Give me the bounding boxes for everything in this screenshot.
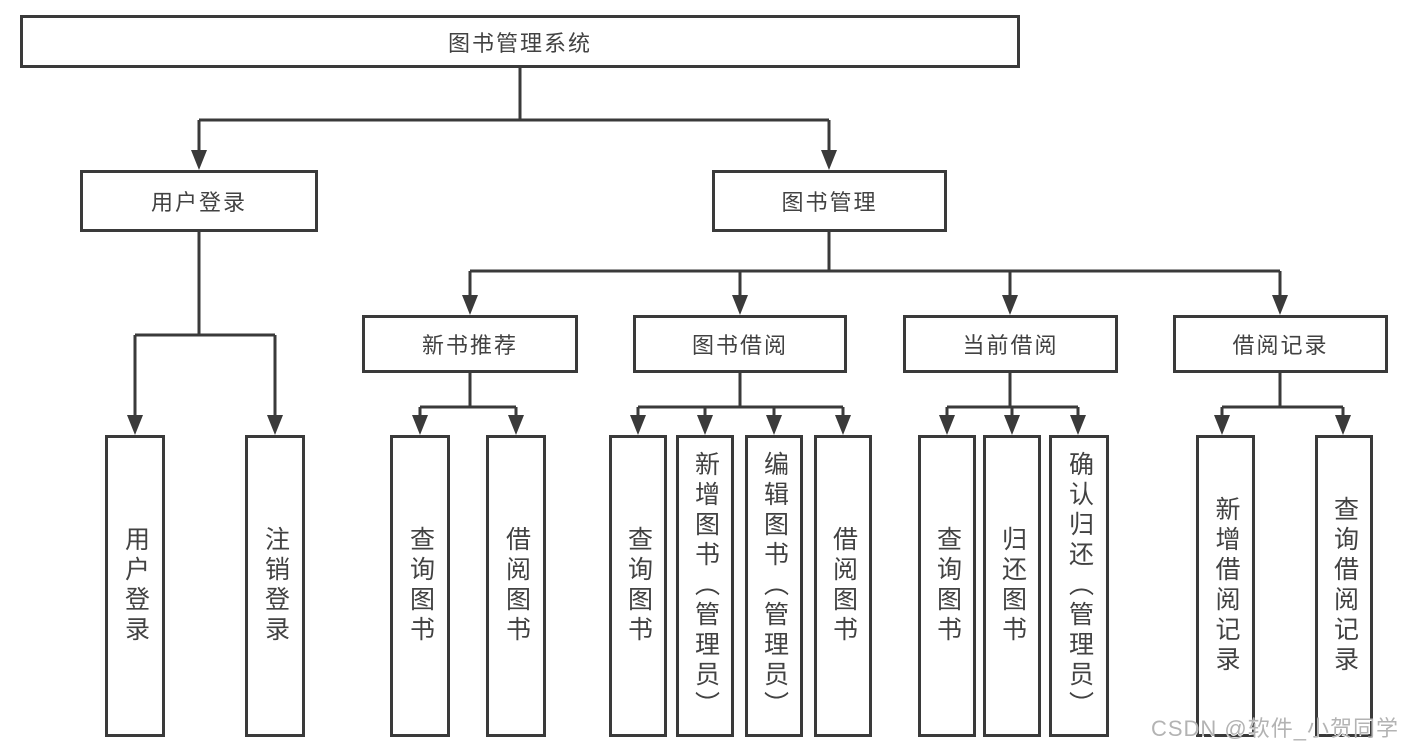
node-book-management: 图书管理 xyxy=(712,170,947,232)
node-current-borrow: 当前借阅 xyxy=(903,315,1118,373)
node-label: 用户登录 xyxy=(150,190,247,215)
csdn-watermark: CSDN @软件_小贺同学 xyxy=(1150,716,1399,741)
node-label: 编辑图书（管理员） xyxy=(760,451,789,721)
node-new-book-recommend: 新书推荐 xyxy=(362,315,578,373)
leaf-add-book-admin: 新增图书（管理员） xyxy=(676,435,734,737)
node-label: 借阅图书 xyxy=(829,526,858,646)
connector-new-book-recommend-to-leaves xyxy=(418,373,518,419)
node-borrow-records: 借阅记录 xyxy=(1173,315,1388,373)
leaf-return-books: 归还图书 xyxy=(983,435,1041,737)
connector-root-to-level2 xyxy=(197,68,831,154)
node-label: 用户登录 xyxy=(121,526,150,646)
node-label: 查询图书 xyxy=(933,526,962,646)
node-label: 新增借阅记录 xyxy=(1212,496,1240,676)
node-label: 当前借阅 xyxy=(962,333,1059,358)
leaf-edit-book-admin: 编辑图书（管理员） xyxy=(745,435,803,737)
leaf-logout: 注销登录 xyxy=(245,435,305,737)
leaf-query-books-current: 查询图书 xyxy=(918,435,976,737)
arrowheads xyxy=(127,150,1351,435)
leaf-confirm-return-admin: 确认归还（管理员） xyxy=(1049,435,1109,737)
node-label: 图书借阅 xyxy=(691,333,788,358)
node-label: 归还图书 xyxy=(998,526,1027,646)
node-user-login: 用户登录 xyxy=(80,170,318,232)
leaf-query-books-recommend: 查询图书 xyxy=(390,435,450,737)
node-label: 注销登录 xyxy=(261,526,290,646)
connector-borrow-records-to-leaves xyxy=(1220,373,1345,419)
connector-current-borrow-to-leaves xyxy=(945,373,1080,419)
node-label: 查询图书 xyxy=(624,526,653,646)
connector-user-login-to-leaves xyxy=(133,232,277,419)
connector-book-management-to-level3 xyxy=(468,232,1282,299)
leaf-query-borrow-record: 查询借阅记录 xyxy=(1315,435,1373,737)
leaf-borrow-books-recommend: 借阅图书 xyxy=(486,435,546,737)
node-label: 图书管理系统 xyxy=(447,30,592,56)
node-label: 新增图书（管理员） xyxy=(691,451,720,721)
node-label: 确认归还（管理员） xyxy=(1065,451,1094,721)
node-label: 借阅图书 xyxy=(502,526,531,646)
node-label: 新书推荐 xyxy=(421,333,518,358)
node-label: 查询借阅记录 xyxy=(1330,496,1359,676)
leaf-user-login: 用户登录 xyxy=(105,435,165,737)
node-label: 查询图书 xyxy=(406,526,435,646)
leaf-borrow-books: 借阅图书 xyxy=(814,435,872,737)
node-label: 图书管理 xyxy=(781,190,878,215)
node-system-root: 图书管理系统 xyxy=(20,15,1020,68)
leaf-query-books-borrow: 查询图书 xyxy=(609,435,667,737)
leaf-add-borrow-record: 新增借阅记录 xyxy=(1196,435,1255,737)
connector-book-borrow-to-leaves xyxy=(636,373,845,419)
node-label: 借阅记录 xyxy=(1232,333,1329,358)
node-book-borrow: 图书借阅 xyxy=(633,315,847,373)
